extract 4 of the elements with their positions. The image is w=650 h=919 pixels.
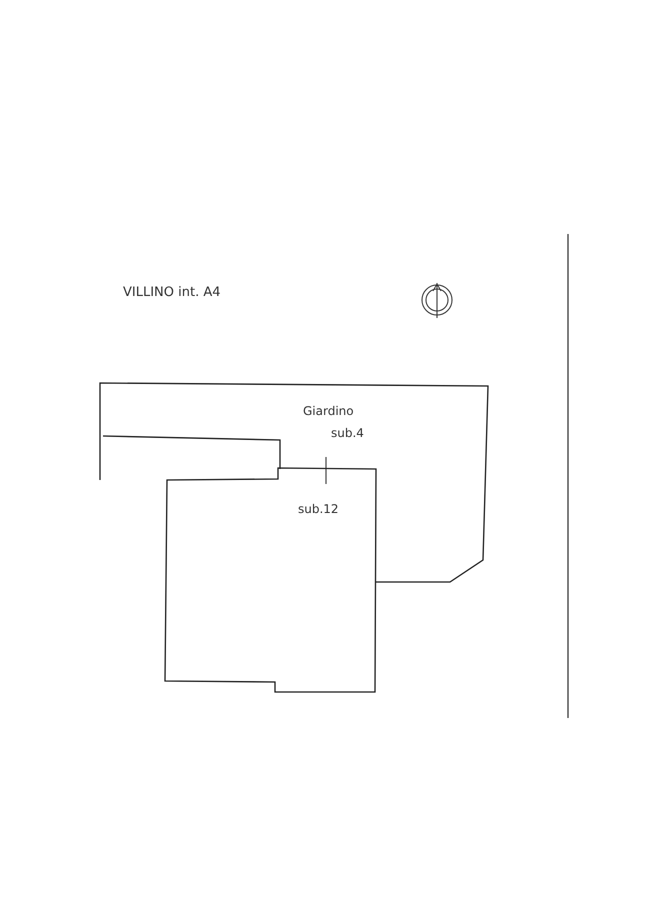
area-label: sub.12	[298, 501, 339, 518]
plan-title: VILLINO int. A4	[123, 284, 221, 302]
area-label: sub.4	[331, 425, 364, 442]
area-label: Giardino	[303, 403, 354, 420]
